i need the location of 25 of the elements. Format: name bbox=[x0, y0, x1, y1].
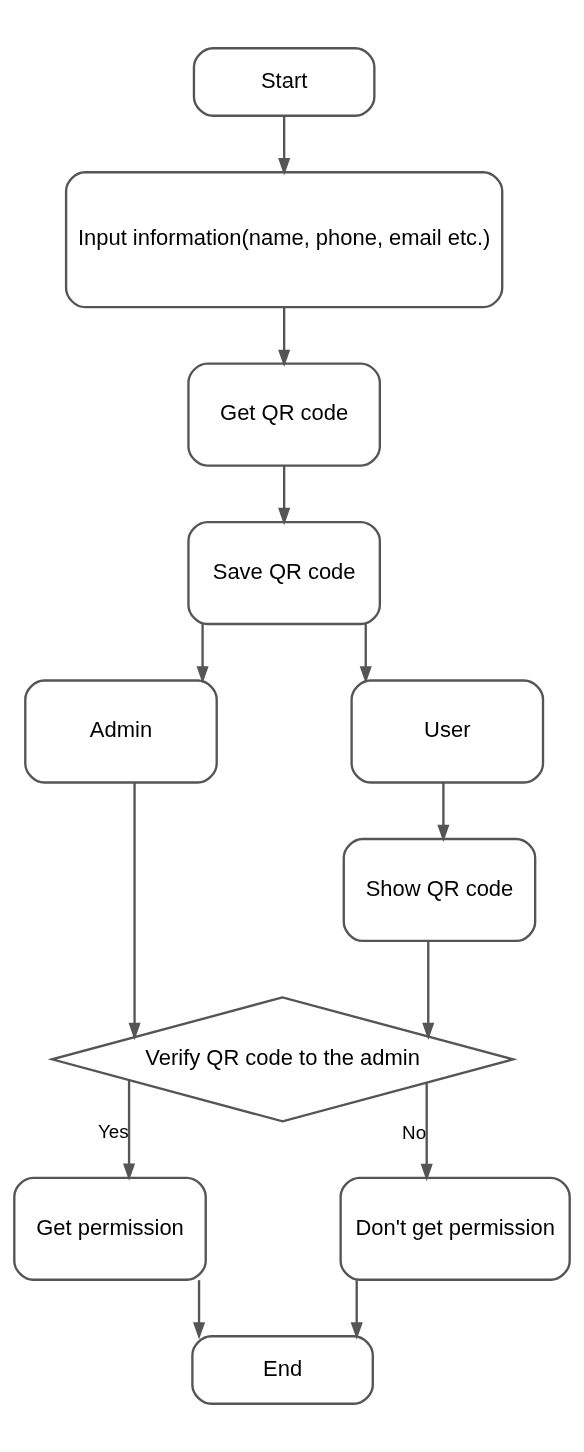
arrow bbox=[128, 782, 141, 1041]
node-box: Input information(name, phone, email etc.) bbox=[64, 171, 504, 309]
node-box: Show QR code bbox=[342, 837, 537, 943]
node-box: Get QR code bbox=[187, 362, 382, 467]
arrow bbox=[278, 465, 291, 526]
arrow bbox=[123, 1080, 136, 1181]
edge-label: No bbox=[402, 1122, 427, 1144]
arrow bbox=[278, 116, 291, 176]
arrow bbox=[278, 307, 291, 367]
node-box: End bbox=[191, 1335, 374, 1405]
node-box: Admin bbox=[24, 679, 218, 784]
arrow bbox=[422, 941, 435, 1041]
arrow bbox=[193, 1280, 206, 1340]
node-box: Don't get permission bbox=[339, 1176, 571, 1281]
arrow bbox=[196, 624, 209, 684]
node-box: Save QR code bbox=[187, 520, 382, 626]
node-box: User bbox=[350, 679, 545, 784]
arrow bbox=[420, 1082, 433, 1182]
arrow bbox=[359, 624, 372, 684]
arrow bbox=[350, 1280, 363, 1340]
edge-label: Yes bbox=[98, 1120, 129, 1142]
node-box: Start bbox=[192, 47, 376, 117]
node-diamond: Verify QR code to the admin bbox=[47, 996, 518, 1123]
node-box: Get permission bbox=[13, 1176, 207, 1281]
arrow bbox=[437, 782, 450, 843]
